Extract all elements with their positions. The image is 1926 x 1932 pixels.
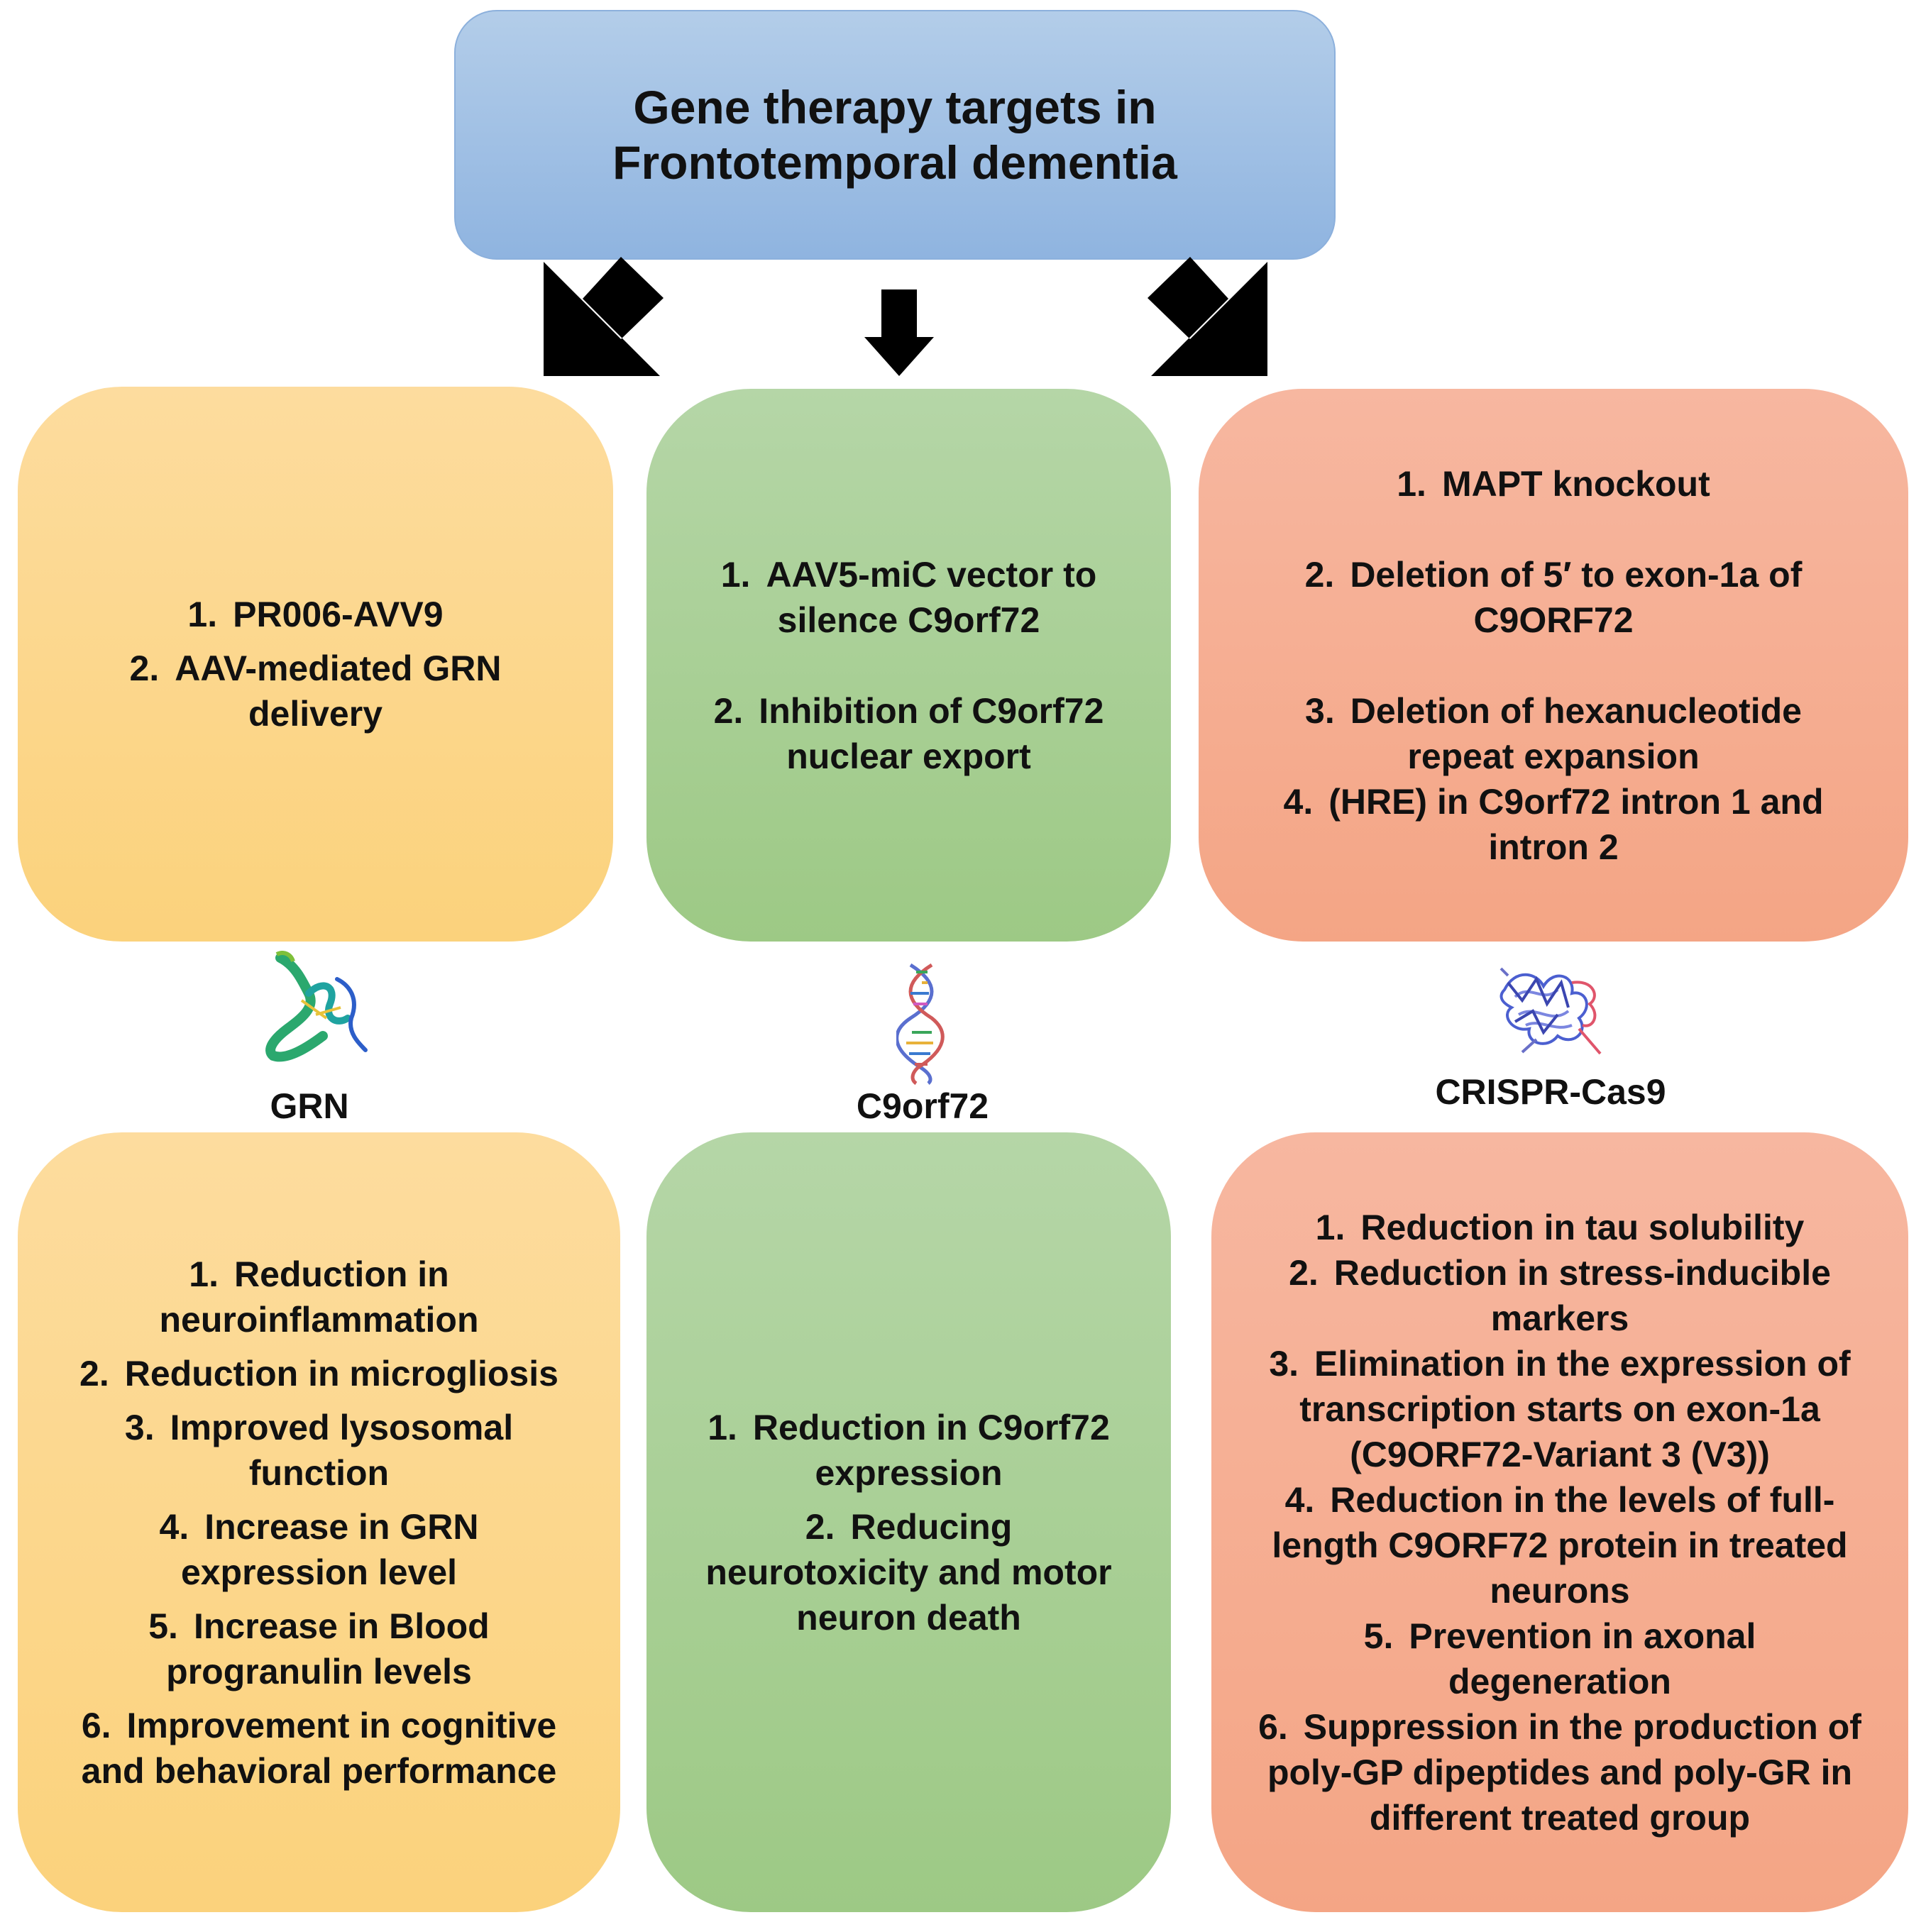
crispr-outcomes-box: 1.Reduction in tau solubility 2.Reductio…: [1209, 1130, 1910, 1914]
list-item: 5.Prevention in axonal degeneration: [1363, 1616, 1756, 1701]
cas9-protein-icon: [1499, 967, 1602, 1055]
list-item: 2.Deletion of 5′ to exon-1a of C9ORF72: [1304, 554, 1803, 640]
grn-approaches-list: 1.PR006-AVV9 2.AAV-mediated GRN delivery: [53, 592, 578, 736]
list-item: 4.(HRE) in C9orf72 intron 1 and intron 2: [1283, 781, 1824, 867]
title-line-2: Frontotemporal dementia: [612, 136, 1177, 189]
list-item: 1.PR006-AVV9: [187, 595, 444, 634]
title-box: Gene therapy targets in Frontotemporal d…: [454, 10, 1336, 260]
arrows: [544, 257, 1267, 376]
c9orf72-label: C9orf72: [856, 1086, 989, 1126]
list-item: 1.MAPT knockout: [1397, 463, 1710, 504]
c9orf72-approaches-list: 1.AAV5-miC vector to silence C9orf72 2.I…: [682, 552, 1135, 779]
arrow-right: [1148, 257, 1267, 376]
crispr-outcomes-list: 1.Reduction in tau solubility 2.Reductio…: [1240, 1205, 1880, 1840]
list-item: 6.Improvement in cognitive and behaviora…: [81, 1705, 557, 1791]
list-item: 2.Reduction in microgliosis: [79, 1353, 558, 1393]
c9orf72-approaches-box: 1.AAV5-miC vector to silence C9orf72 2.I…: [644, 387, 1173, 944]
list-item: 1.Reduction in C9orf72 expression: [708, 1407, 1110, 1493]
arrow-left: [544, 257, 664, 376]
list-item: 2.Reducing neurotoxicity and motor neuro…: [705, 1506, 1112, 1638]
dna-helix-icon: [896, 963, 945, 1086]
grn-outcomes-box: 1.Reduction in neuroinflammation 2.Reduc…: [16, 1130, 622, 1914]
list-item: 2.AAV-mediated GRN delivery: [129, 648, 502, 734]
c9orf72-outcomes-list: 1.Reduction in C9orf72 expression 2.Redu…: [682, 1405, 1135, 1640]
list-item: 4.Increase in GRN expression level: [159, 1506, 479, 1592]
crispr-approaches-box: 1.MAPT knockout 2.Deletion of 5′ to exon…: [1196, 387, 1910, 944]
list-item: 3.Elimination in the expression of trans…: [1269, 1343, 1851, 1474]
list-item: 1.Reduction in tau solubility: [1315, 1207, 1805, 1247]
grn-label: GRN: [270, 1086, 349, 1126]
list-item: 5.Increase in Blood progranulin levels: [148, 1606, 490, 1691]
grn-approaches-box: 1.PR006-AVV9 2.AAV-mediated GRN delivery: [16, 385, 615, 944]
grn-protein-icon: [265, 951, 368, 1062]
list-item: 3.Improved lysosomal function: [124, 1407, 514, 1493]
list-item: 1.AAV5-miC vector to silence C9orf72: [720, 554, 1097, 640]
list-item: 4.Reduction in the levels of full-length…: [1272, 1479, 1848, 1611]
title-line-1: Gene therapy targets in: [633, 81, 1157, 133]
list-item: 3.Deletion of hexanucleotide repeat expa…: [1305, 690, 1802, 776]
list-item: 2.Reduction in stress-inducible markers: [1289, 1252, 1831, 1338]
list-item: 1.Reduction in neuroinflammation: [159, 1254, 479, 1340]
grn-outcomes-list: 1.Reduction in neuroinflammation 2.Reduc…: [53, 1252, 585, 1794]
arrow-center: [864, 289, 934, 376]
list-item: 6.Suppression in the production of poly-…: [1258, 1706, 1861, 1838]
list-item: 2.Inhibition of C9orf72 nuclear export: [713, 690, 1104, 776]
crispr-approaches-list: 1.MAPT knockout 2.Deletion of 5′ to exon…: [1234, 461, 1873, 870]
crispr-cas9-label: CRISPR-Cas9: [1435, 1072, 1666, 1112]
c9orf72-outcomes-box: 1.Reduction in C9orf72 expression 2.Redu…: [644, 1130, 1173, 1914]
